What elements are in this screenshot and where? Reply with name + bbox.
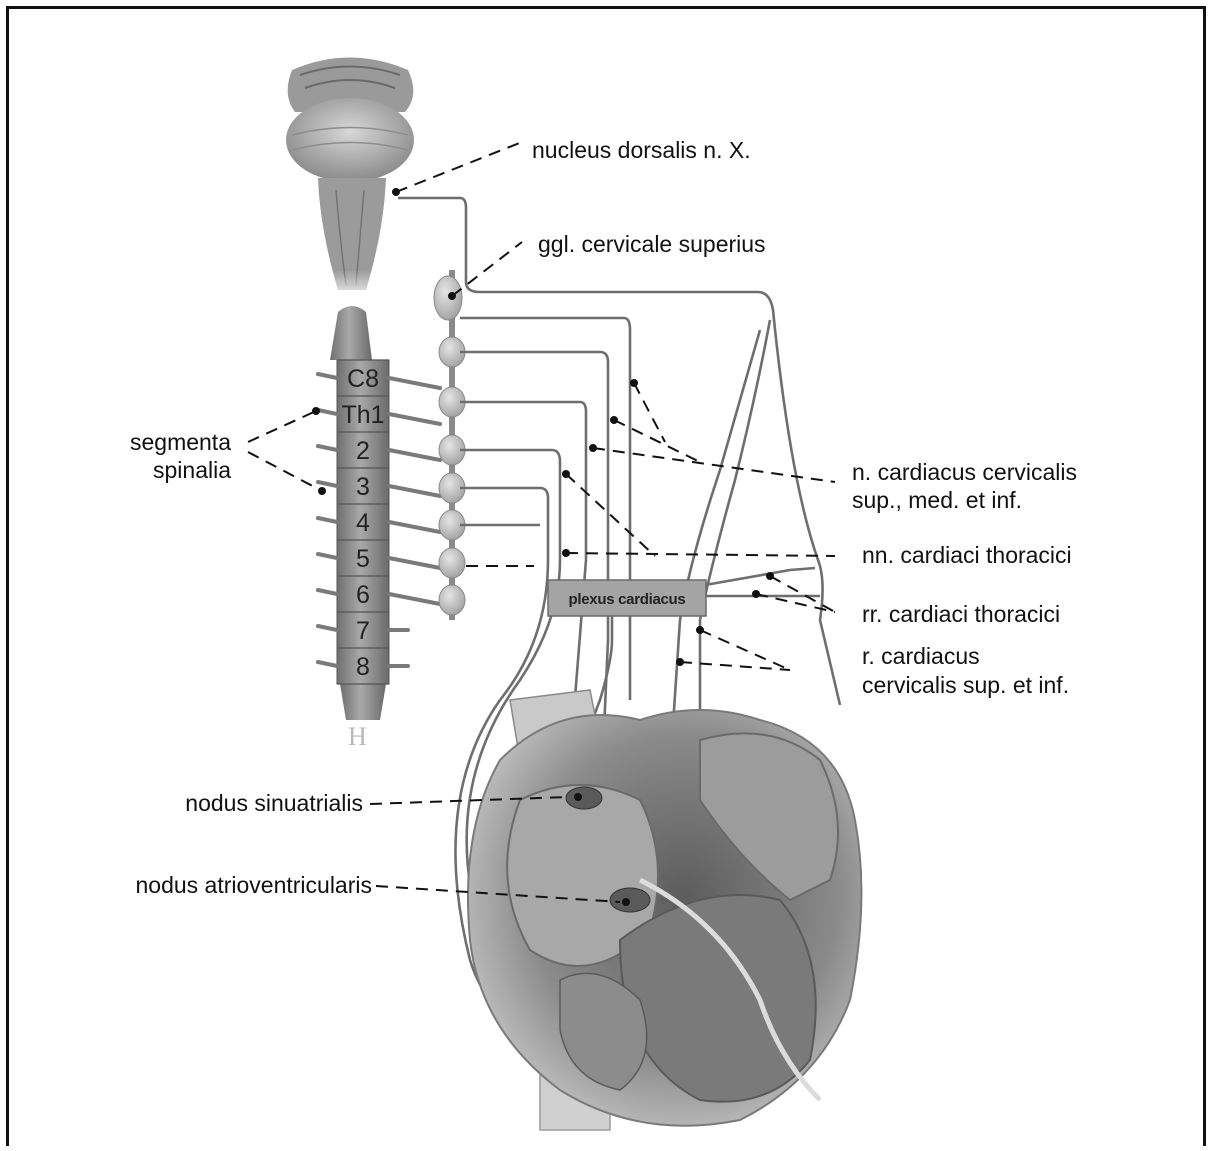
segment-label: 4 [356, 509, 370, 537]
spinal-root [318, 554, 337, 558]
spinal-root [389, 558, 440, 568]
sinoatrial-node [566, 787, 602, 809]
spinal-root [389, 414, 440, 424]
label-r-cardiacus-1: r. cardiacus [862, 643, 980, 669]
plexus-cardiacus-box: plexus cardiacus [548, 580, 706, 616]
label-segmenta: segmenta [130, 429, 231, 455]
spinal-root [389, 522, 440, 532]
superior-cervical-ganglion [434, 276, 462, 320]
label-n-cardiacus-1: n. cardiacus cervicalis [852, 459, 1077, 485]
spinal-root [389, 486, 440, 496]
label-n-cardiacus-2: sup., med. et inf. [852, 487, 1022, 513]
spinal-root [389, 594, 440, 604]
spinal-root [318, 446, 337, 450]
segment-label: C8 [347, 365, 379, 393]
segment-label: 5 [356, 545, 370, 573]
atrioventricular-node [610, 888, 650, 912]
sympathetic-ganglion [439, 585, 465, 615]
segment-label: 7 [356, 617, 370, 645]
spinal-root [389, 450, 440, 460]
label-ggl-cervicale: ggl. cervicale superius [538, 231, 766, 257]
label-nodus-atrioventricularis: nodus atrioventricularis [135, 872, 372, 898]
segment-label: 3 [356, 473, 370, 501]
spinal-root [318, 590, 337, 594]
label-nodus-sinuatrialis: nodus sinuatrialis [185, 790, 363, 816]
spinal-root [389, 378, 440, 388]
label-r-cardiacus-2: cervicalis sup. et inf. [862, 672, 1069, 698]
segment-label: 6 [356, 581, 370, 609]
label-spinalia: spinalia [153, 457, 231, 483]
sympathetic-ganglion [439, 548, 465, 578]
vertebra-marker-icon: H [348, 722, 367, 751]
plexus-cardiacus-label: plexus cardiacus [569, 591, 686, 608]
label-nn-cardiaci-thoracici: nn. cardiaci thoracici [862, 542, 1072, 568]
spinal-root [318, 374, 337, 378]
segment-label: Th1 [341, 401, 384, 429]
brainstem [286, 58, 414, 303]
spinal-root [318, 482, 337, 486]
spinal-root [318, 626, 337, 630]
heart [468, 690, 861, 1130]
segment-label: 8 [356, 653, 370, 681]
segment-label: 2 [356, 437, 370, 465]
label-rr-cardiaci-thoracici: rr. cardiaci thoracici [862, 601, 1060, 627]
spinal-root [318, 518, 337, 522]
spinal-root [318, 410, 337, 414]
label-nucleus-dorsalis: nucleus dorsalis n. X. [532, 137, 751, 163]
spinal-root [318, 662, 337, 666]
